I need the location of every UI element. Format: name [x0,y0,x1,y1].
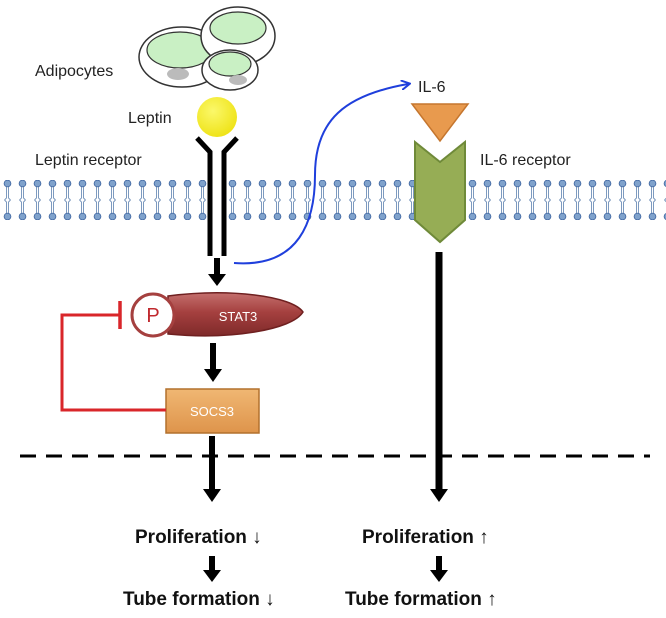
leptin-label: Leptin [128,110,172,127]
leptin-ligand [197,97,237,137]
adipocyte-cell [201,49,259,91]
arrow-socs3-to-proliferation [203,436,221,502]
arrow-il6-receptor-to-proliferation [430,252,448,502]
arrow-left-proliferation-to-tube [203,556,221,582]
left-proliferation-label: Proliferation ↓ [135,527,262,548]
cell-membrane [0,180,666,220]
stat3-label: STAT3 [219,309,258,324]
socs3-label: SOCS3 [190,404,234,419]
il6-label: IL-6 [418,79,446,96]
phosphorylation-group: P [130,292,176,338]
phospho-label: P [146,305,159,327]
right-tube-formation-label: Tube formation ↑ [345,589,497,610]
right-proliferation-label: Proliferation ↑ [362,527,489,548]
il6-receptor-label: IL-6 receptor [480,152,571,169]
adipocytes-cluster [138,6,276,91]
left-tube-formation-label: Tube formation ↓ [123,589,275,610]
leptin-receptor-label: Leptin receptor [35,152,142,169]
arrow-receptor-to-stat3 [208,258,226,286]
il6-secretion-arrow [233,84,408,265]
arrow-right-proliferation-to-tube [430,556,448,582]
leptin-receptor [195,136,239,256]
il6-ligand [410,103,470,143]
socs3-inhibition-line [60,313,166,412]
adipocyte-cell [200,6,276,66]
stat3-protein: STAT3 [167,292,304,337]
adipocytes-label: Adipocytes [35,63,113,80]
socs3-protein: SOCS3 [165,388,260,434]
arrow-stat3-to-socs3 [204,343,222,382]
il6-receptor [414,139,466,244]
